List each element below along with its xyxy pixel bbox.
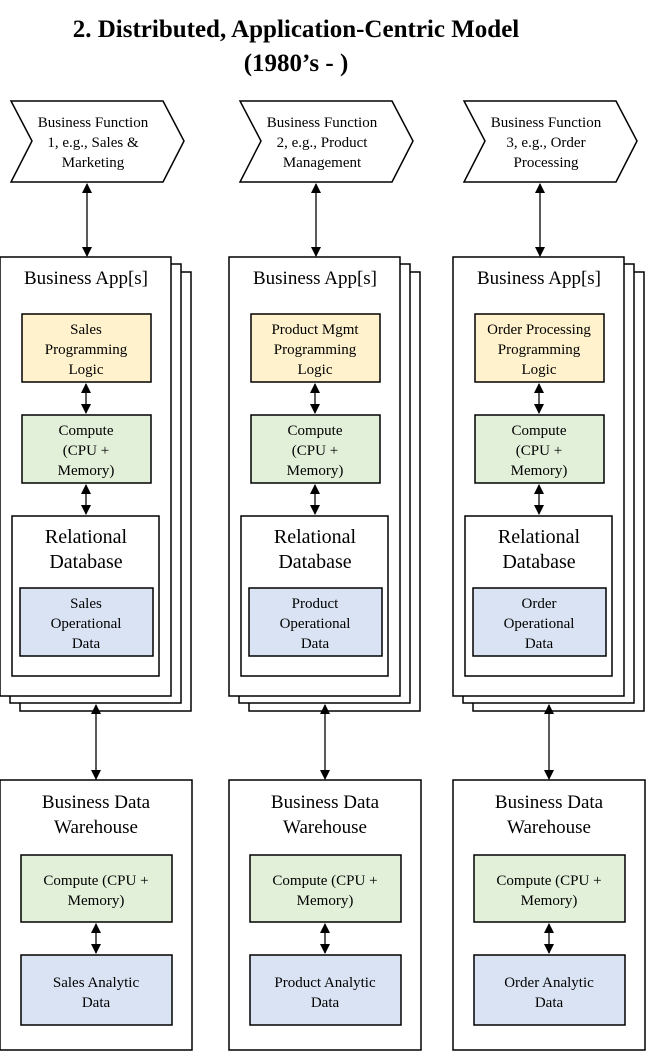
- column-1-business-function-label-line: Marketing: [62, 155, 125, 171]
- column-1-compute-label-line: Compute: [59, 423, 114, 439]
- column-1-compute-box: [21, 414, 152, 484]
- column-1-programming-logic-label-line: Sales: [70, 322, 102, 338]
- column-2-warehouse-compute-box: [249, 854, 402, 923]
- diagram-subtitle: (1980’s - ): [244, 50, 349, 77]
- column-3-data-warehouse-title-line: Warehouse: [507, 817, 591, 838]
- column-2-compute-label-line: Compute: [288, 423, 343, 439]
- column-3-warehouse-compute-label-line: Memory): [521, 893, 578, 909]
- column-3-warehouse-compute-label-line: Compute (CPU +: [496, 873, 601, 889]
- column-2-operational-data-label-line: Data: [301, 636, 330, 652]
- column-3-compute-label-line: (CPU +: [516, 443, 562, 459]
- column-1-data-warehouse-title-line: Warehouse: [54, 817, 138, 838]
- column-3-operational-data-label-line: Order: [522, 596, 557, 612]
- column-1-warehouse-compute-box: [20, 854, 173, 923]
- column-3-data-warehouse-title-line: Business Data: [495, 792, 604, 813]
- column-1-compute-label-line: (CPU +: [63, 443, 109, 459]
- column-2-business-function-chevron: [238, 100, 414, 183]
- column-1-warehouse-compute-label-line: Memory): [68, 893, 125, 909]
- column-2-programming-logic-label-line: Logic: [298, 362, 333, 378]
- column-2-programming-logic-box: [250, 313, 381, 383]
- column-3-warehouse-compute-box: [473, 854, 626, 923]
- column-3-programming-logic-box: [474, 313, 605, 383]
- column-2-warehouse-compute-label-line: Compute (CPU +: [272, 873, 377, 889]
- column-2-relational-database-title-line: Relational: [274, 526, 357, 548]
- column-2-relational-database-title-line: Database: [278, 551, 351, 573]
- column-1-data-warehouse-title-line: Business Data: [42, 792, 151, 813]
- column-1-warehouse-compute-label-line: Compute (CPU +: [43, 873, 148, 889]
- column-1-relational-database-title-line: Database: [49, 551, 122, 573]
- column-2-programming-logic-label-line: Product Mgmt: [271, 322, 359, 338]
- column-2-warehouse-compute-label-line: Memory): [297, 893, 354, 909]
- column-3-compute-label-line: Compute: [512, 423, 567, 439]
- column-3-programming-logic-label-line: Logic: [522, 362, 557, 378]
- column-3-compute-label-line: Memory): [511, 463, 568, 479]
- column-2-compute-label-line: Memory): [287, 463, 344, 479]
- column-1-operational-data-label-line: Sales: [70, 596, 102, 612]
- column-1-programming-logic-label-line: Programming: [45, 342, 128, 358]
- column-2-operational-data-label-line: Operational: [280, 616, 351, 632]
- column-1-business-function-chevron: [9, 100, 185, 183]
- column-3-business-function-chevron: [462, 100, 638, 183]
- column-2-operational-data-box: [248, 587, 383, 657]
- column-1-analytic-data-label-line: Sales Analytic: [53, 975, 140, 991]
- column-3-business-function-label-line: 3, e.g., Order: [506, 135, 585, 151]
- column-3-operational-data-label-line: Operational: [504, 616, 575, 632]
- column-3-programming-logic-label-line: Order Processing: [487, 322, 591, 338]
- column-2-operational-data-label-line: Product: [292, 596, 339, 612]
- column-2-data-warehouse-title-line: Warehouse: [283, 817, 367, 838]
- column-3-app-title: Business App[s]: [477, 268, 601, 289]
- column-1-analytic-data-label-line: Data: [82, 995, 111, 1011]
- column-2-data-warehouse-title-line: Business Data: [271, 792, 380, 813]
- column-1-business-function-label-line: 1, e.g., Sales &: [47, 135, 139, 151]
- column-3-relational-database-title-line: Relational: [498, 526, 581, 548]
- column-2-analytic-data-label-line: Product Analytic: [274, 975, 376, 991]
- column-2-business-function-label-line: Management: [283, 155, 362, 171]
- column-3-relational-database-title-line: Database: [502, 551, 575, 573]
- column-1-operational-data-label-line: Data: [72, 636, 101, 652]
- column-2-business-function-label-line: Business Function: [267, 115, 378, 131]
- column-2-analytic-data-label-line: Data: [311, 995, 340, 1011]
- column-3-business-function-label-line: Business Function: [491, 115, 602, 131]
- column-1-app-title: Business App[s]: [24, 268, 148, 289]
- column-3-analytic-data-box: [473, 954, 626, 1026]
- column-2-programming-logic-label-line: Programming: [274, 342, 357, 358]
- column-2-business-function-label-line: 2, e.g., Product: [277, 135, 369, 151]
- column-1-compute-label-line: Memory): [58, 463, 115, 479]
- column-3-compute-box: [474, 414, 605, 484]
- column-1-programming-logic-box: [21, 313, 152, 383]
- column-3-business-function-label-line: Processing: [514, 155, 579, 171]
- column-2-app-title: Business App[s]: [253, 268, 377, 289]
- column-2-compute-box: [250, 414, 381, 484]
- column-1-programming-logic-label-line: Logic: [69, 362, 104, 378]
- column-2-compute-label-line: (CPU +: [292, 443, 338, 459]
- diagram-title: 2. Distributed, Application-Centric Mode…: [73, 16, 520, 43]
- column-3-analytic-data-label-line: Order Analytic: [504, 975, 594, 991]
- column-1-analytic-data-box: [20, 954, 173, 1026]
- column-2-analytic-data-box: [249, 954, 402, 1026]
- column-3-analytic-data-label-line: Data: [535, 995, 564, 1011]
- column-1-operational-data-label-line: Operational: [51, 616, 122, 632]
- column-1-relational-database-title-line: Relational: [45, 526, 128, 548]
- column-1-business-function-label-line: Business Function: [38, 115, 149, 131]
- column-3-operational-data-label-line: Data: [525, 636, 554, 652]
- column-3-operational-data-box: [472, 587, 607, 657]
- column-1-operational-data-box: [19, 587, 154, 657]
- column-3-programming-logic-label-line: Programming: [498, 342, 581, 358]
